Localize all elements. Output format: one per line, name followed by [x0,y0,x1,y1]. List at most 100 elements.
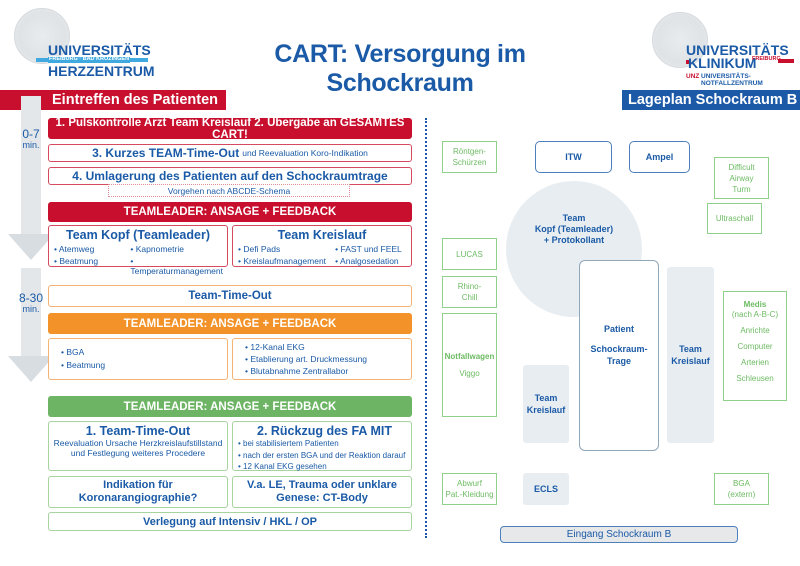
section-header-floorplan: Lageplan Schockraum B [622,90,800,110]
time-label-phase1: 0-7 min. [18,128,44,150]
label-line: Difficult [728,162,755,172]
team-kopf-title: Team Kopf (Teamleader) [65,228,210,242]
eingang-schockraum[interactable]: Eingang Schockraum B [500,526,738,543]
team-kopf-box: Team Kopf (Teamleader) Atemweg Kapnometr… [48,225,228,276]
phase2-left-list: BGA Beatmung [61,346,105,372]
timeline-arrow-1-head-icon [8,234,54,260]
notfallwagen-label: Notfallwagen [444,352,495,361]
list-item: Temperaturmanagement [130,256,223,276]
rueckzug-title: 2. Rückzug des FA MIT [257,424,392,438]
time-unit: min. [22,304,40,314]
itw-station: ITW [535,141,612,173]
timeline-arrow-2-shaft [21,268,41,356]
logo-right-line1: UNIVERSITÄTS [686,42,789,58]
ecls-label: ECLS [533,484,558,494]
team-kreislauf-title: Team Kreislauf [277,228,367,242]
list-item: Arterien [740,358,769,367]
team-kreislauf-zone-left: Team Kreislauf [523,365,569,443]
label-line: Abwurf [457,479,482,488]
list-item: Blutabnahme Zentrallabor [245,365,367,377]
indikation-box: Indikation für Koronarangiographie? [48,476,228,508]
label-line: Turm [732,184,751,194]
logo-right-line2-suffix: FREIBURG [752,56,781,62]
medis-title: Medis [743,300,767,309]
logo-left-line3: HERZZENTRUM [48,63,155,79]
step-umlagerung: 4. Umlagerung des Patienten auf den Scho… [48,167,412,185]
list-item: Etablierung art. Druckmessung [245,353,367,365]
label-line: Airway [729,173,754,183]
team-time-out-final-text: Reevaluation Ursache Herzkreislaufstills… [53,438,223,458]
time-range: 0-7 [22,127,40,141]
phase2-right-box: 12-Kanal EKG Etablierung art. Druckmessu… [232,338,412,380]
logo-right-line3: UNIVERSITÄTS-NOTFALLZENTRUM [701,73,763,87]
label-line: Trage [606,356,631,366]
step-team-time-out: 3. Kurzes TEAM-Time-Out und Reevaluation… [48,144,412,162]
step3-subtitle: und Reevaluation Koro-Indikation [242,148,368,158]
team-kopf-zone-label: Team Kopf (Teamleader) + Protokollant [506,213,642,246]
team-kreislauf-box: Team Kreislauf Defi Pads FAST und FEEL K… [232,225,412,267]
list-item: Kreislaufmanagement [238,256,335,266]
list-item: BGA [61,346,105,359]
label-line: Team [562,213,586,223]
step4-note: Vorgehen nach ABCDE-Schema [108,184,350,197]
teamleader-banner-orange: TEAMLEADER: ANSAGE + FEEDBACK [48,313,412,334]
university-seal-icon [14,8,70,64]
section-divider [425,118,427,538]
label-line: Rhino- [457,282,482,291]
teamleader-banner-green: TEAMLEADER: ANSAGE + FEEDBACK [48,396,412,417]
indikation-text: Indikation für Koronarangiographie? [78,479,198,504]
list-item: nach der ersten BGA und der Reaktion dar… [238,450,405,462]
section-header-arrival: Eintreffen des Patienten [0,90,226,110]
lucas: LUCAS [442,238,497,270]
ct-body-text: V.a. LE, Trauma oder unklare Genese: CT-… [247,479,397,504]
rueckzug-box: 2. Rückzug des FA MIT bei stabilisiertem… [232,421,412,471]
team-kopf-list: Atemweg Kapnometrie Beatmung Temperaturm… [49,242,227,276]
label-line: Röntgen- [453,147,486,156]
label-line: BGA [733,479,750,488]
team-time-out-final-title: 1. Team-Time-Out [85,424,191,438]
step3-title: 3. Kurzes TEAM-Time-Out [92,146,240,160]
page-title: CART: Versorgung im Schockraum [274,40,526,97]
rueckzug-list: bei stabilisiertem Patienten nach der er… [238,438,405,473]
label-line: Team [679,344,702,354]
list-item: Analgosedation [335,256,407,266]
logo-right-line2: KLINIKUM [688,55,757,71]
label-line: Kreislauf [671,356,710,366]
label-line: Schürzen [452,158,487,167]
teamleader-banner-red: TEAMLEADER: ANSAGE + FEEDBACK [48,202,412,222]
ampel-station: Ampel [629,141,690,173]
timeline-arrow-2-head-icon [8,356,54,382]
list-item: Beatmung [54,256,130,276]
list-item: Atemweg [54,244,130,254]
label-line: Pat.-Kleidung [445,490,494,499]
team-time-out-label: Team-Time-Out [188,290,272,302]
label-line: (extern) [727,490,756,499]
notfallwagen: Notfallwagen Viggo [442,313,497,417]
medis: Medis (nach A-B-C) Anrichte Computer Art… [723,291,787,401]
team-time-out-final-box: 1. Team-Time-Out Reevaluation Ursache He… [48,421,228,471]
verlegung-box: Verlegung auf Intensiv / HKL / OP [48,512,412,531]
difficult-airway-tower: Difficult Airway Turm [714,157,769,199]
logo-right-bar-right [778,59,794,63]
logo-right-bar-left [686,60,689,64]
list-item: Schleusen [736,374,774,383]
medis-subtitle: (nach A-B-C) [731,310,779,319]
step4-title: 4. Umlagerung des Patienten auf den Scho… [72,169,388,183]
roentgen-schuerzen: Röntgen- Schürzen [442,141,497,173]
bga-extern: BGA (extern) [714,473,769,505]
list-item: Computer [737,342,773,351]
logo-right-unz: UNZ [686,73,700,80]
ultraschall: Ultraschall [707,203,762,234]
phase2-right-list: 12-Kanal EKG Etablierung art. Druckmessu… [245,341,367,377]
logo-left-line1: UNIVERSITÄTS [48,42,151,58]
team-time-out-box: Team-Time-Out [48,285,412,307]
time-range: 8-30 [18,291,44,305]
patient-label: Patient [603,324,634,334]
timeline-arrow-1-shaft [21,96,41,234]
list-item: Defi Pads [238,244,335,254]
list-item: Beatmung [61,359,105,372]
verlegung-text: Verlegung auf Intensiv / HKL / OP [143,515,317,528]
list-item: Kapnometrie [130,244,223,254]
abwurf-pat-kleidung: Abwurf Pat.-Kleidung [442,473,497,505]
university-seal-icon [652,12,708,68]
